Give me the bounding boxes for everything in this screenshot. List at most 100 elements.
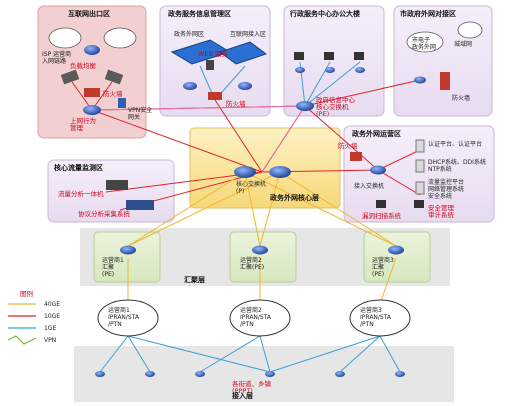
external-zone — [393, 5, 493, 117]
label-text: VPN安全网关 — [128, 106, 152, 121]
firewall-icon — [350, 152, 362, 161]
access-switch-icon — [265, 371, 275, 377]
zone-title: 互联网出口区 — [68, 9, 110, 18]
load-balancer-icon — [104, 69, 124, 85]
label-text: 流量监控平台网络管理系统安全系统 — [428, 178, 464, 200]
zone-title: 市政府外网对接区 — [400, 9, 456, 18]
label-text: 防火墙 — [452, 94, 470, 102]
server-cluster-icon — [218, 41, 268, 65]
switch-icon — [183, 82, 197, 90]
zone-title: 汇聚层 — [184, 275, 205, 284]
label-text: 防火墙 — [103, 89, 123, 98]
label-text: 核心交换机(P) — [236, 180, 266, 195]
switch-icon — [355, 67, 365, 73]
label-text: WEB 服务 — [198, 49, 229, 58]
switch-icon — [238, 82, 252, 90]
firewall-icon — [208, 92, 222, 100]
analyzer-device-icon — [106, 180, 128, 190]
pc-icon — [354, 52, 364, 60]
pc-icon — [376, 200, 386, 208]
external-cloud-icon — [406, 31, 444, 53]
pc-icon — [414, 200, 424, 208]
label-text: 漏洞扫描系统 — [362, 211, 402, 220]
zone-title: 行政服务中心办公大楼 — [289, 9, 360, 18]
label-text: 市电子政务外网 — [412, 36, 436, 51]
load-balancer-icon — [60, 69, 80, 85]
pc-icon — [294, 52, 304, 60]
router-icon — [84, 45, 100, 55]
zone-title: 政务外网运营区 — [352, 129, 401, 138]
label-text: 各街道、乡镇(PPPT) — [232, 379, 272, 395]
server-icon — [415, 159, 425, 173]
isp-ring — [349, 299, 411, 337]
zone-title: 政务服务信息管理区 — [168, 9, 231, 18]
access-switch-icon — [195, 371, 205, 377]
legend-title: 图例 — [20, 289, 33, 298]
isp-ring — [97, 299, 159, 337]
access-switch-icon — [335, 371, 345, 377]
label-text: 接入交换机 — [354, 182, 384, 190]
isp-ring — [229, 299, 291, 337]
legend-label: VPN — [44, 337, 56, 344]
access-switch-icon — [395, 371, 405, 377]
switch-icon — [83, 105, 101, 115]
agg-switch-icon — [120, 245, 136, 255]
core-switch-icon — [234, 166, 256, 178]
label-text: 负载均衡 — [70, 61, 97, 70]
legend: 图例 40GE 10GE 1GE VPN — [7, 289, 60, 345]
label-text: 城域网 — [454, 40, 472, 48]
legend-label: 40GE — [44, 301, 60, 308]
pc-icon — [324, 52, 334, 60]
agg-switch-icon — [388, 245, 404, 255]
label-text: 防火墙 — [226, 99, 246, 108]
external-cloud-icon — [457, 21, 483, 39]
switch-icon — [295, 67, 305, 73]
label-text: 流量分析一体机 — [58, 189, 104, 198]
label-text: 政务外网区 — [174, 30, 204, 38]
legend-label: 1GE — [44, 325, 56, 332]
label-text: 互联网接入区 — [230, 30, 266, 38]
label-text: ISP 运营商入网链路 — [42, 50, 71, 65]
access-switch-icon — [370, 165, 386, 175]
server-icon — [415, 181, 425, 195]
admin-center-zone — [283, 5, 385, 117]
legend-label: 10GE — [44, 313, 60, 320]
router-icon — [414, 76, 426, 84]
admin-core-switch-icon — [296, 101, 314, 111]
label-text: 认证平台、认证平台 — [428, 140, 482, 148]
agg1-box — [93, 231, 161, 283]
label-text: 安全管理审计系统 — [428, 203, 455, 219]
internet-cloud-icon — [103, 27, 137, 49]
zone-title: 政务外网核心层 — [270, 193, 319, 202]
switch-icon — [325, 67, 335, 73]
collector-device-icon — [126, 200, 154, 210]
core-switch-icon — [269, 166, 291, 178]
label-text: 协议分析采集系统 — [78, 209, 131, 218]
internet-cloud-icon — [48, 27, 82, 49]
ops-zone — [343, 125, 495, 223]
legend-swatch-vpn — [7, 335, 37, 345]
vpn-gateway-icon — [118, 98, 126, 108]
label-text: 防火墙 — [338, 141, 358, 150]
access-switch-icon — [95, 371, 105, 377]
agg3-box — [363, 231, 431, 283]
agg-switch-icon — [252, 245, 268, 255]
zone-title: 核心流量监测区 — [54, 163, 103, 172]
server-icon — [415, 139, 425, 153]
firewall-icon — [440, 72, 450, 90]
zone-title: 接入层 — [232, 391, 253, 400]
label-text: 政府信息中心核心交换机(PE) — [316, 95, 356, 118]
agg2-box — [229, 231, 297, 283]
access-switch-icon — [145, 371, 155, 377]
label-text: 上网行为管理 — [70, 116, 96, 132]
firewall-icon — [84, 88, 100, 97]
